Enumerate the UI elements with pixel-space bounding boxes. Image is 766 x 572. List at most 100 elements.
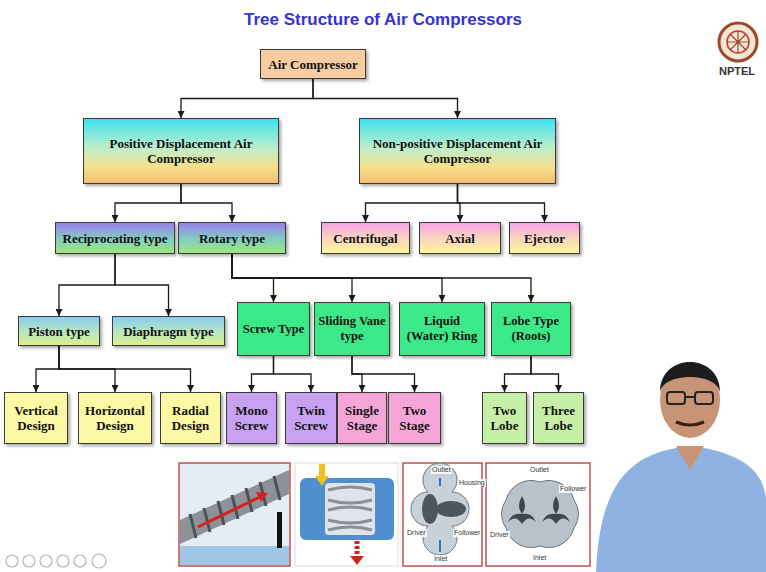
category-box: Liquid (Water) Ring (399, 302, 485, 356)
category-box: Air Compressor (260, 49, 366, 79)
control-icon (23, 555, 35, 567)
picture-label: Outlet (529, 466, 550, 474)
category-box: Piston type (18, 316, 100, 346)
picture-label: Inlet (433, 555, 448, 563)
box-label: Radial Design (164, 403, 217, 433)
box-label: Centrifugal (333, 231, 397, 246)
control-icon (40, 555, 52, 567)
slide-title: Tree Structure of Air Compressors (0, 10, 766, 30)
picture-label: Driver (406, 529, 427, 537)
picture-label: Housing (458, 479, 486, 487)
box-label: Axial (445, 231, 475, 246)
category-box: Positive Displacement Air Compressor (83, 118, 279, 184)
category-box: Three Lobe (533, 392, 584, 444)
inlet-arrow (319, 464, 325, 478)
category-box: Rotary type (178, 222, 286, 254)
glasses-bridge (685, 396, 695, 398)
box-label: Twin Screw (289, 403, 333, 433)
box-label: Piston type (28, 324, 90, 339)
box-label: Rotary type (199, 231, 265, 246)
mono-screw-picture (179, 463, 290, 566)
category-box: Centrifugal (321, 222, 410, 254)
box-label: Ejector (524, 231, 565, 246)
box-label: Air Compressor (268, 57, 357, 72)
category-box: Screw Type (237, 302, 310, 356)
shirt (596, 446, 766, 572)
inlet-arrowhead (315, 476, 329, 486)
housing (411, 463, 469, 555)
control-icon (6, 555, 18, 567)
category-box: Mono Screw (226, 392, 277, 444)
category-box: Lobe Type (Roots) (491, 302, 571, 356)
box-label: Non-positive Displacement Air Compressor (370, 136, 545, 166)
tree-connector (531, 356, 559, 392)
category-box: Twin Screw (285, 392, 337, 444)
driver-lobe (422, 494, 438, 524)
box-label: Single Stage (341, 403, 383, 433)
category-box: Single Stage (337, 392, 387, 444)
casing (300, 478, 394, 540)
box-label: Mono Screw (230, 403, 273, 433)
tree-connector (36, 346, 59, 392)
category-box: Two Stage (388, 392, 441, 444)
box-label: Vertical Design (8, 403, 64, 433)
twin-screw-picture (295, 463, 398, 566)
control-icon (74, 555, 86, 567)
category-box: Horizontal Design (78, 392, 152, 444)
logo-text: NPTEL (719, 65, 755, 77)
flow-arrow (198, 496, 262, 527)
category-box: Reciprocating type (55, 222, 175, 254)
category-box: Radial Design (160, 392, 221, 444)
picture-frame (179, 463, 290, 566)
category-box: Axial (419, 222, 501, 254)
outlet-arrow (439, 478, 441, 486)
box-label: Positive Displacement Air Compressor (106, 136, 256, 166)
outlet-arrowhead (350, 556, 364, 565)
tree-connector (366, 184, 458, 222)
screw-rotors (328, 487, 372, 530)
glasses-left (667, 392, 685, 404)
tree-connector (252, 356, 274, 392)
screw-tube (180, 470, 289, 544)
nptel-logo (719, 23, 757, 61)
flow-arrowhead (256, 492, 268, 502)
glasses-right (695, 392, 713, 404)
box-label: Sliding Vane type (318, 314, 386, 344)
box-label: Lobe Type (Roots) (495, 314, 567, 344)
rotor-chamber (325, 483, 375, 535)
driver-rotor (508, 496, 536, 524)
box-label: Three Lobe (537, 403, 580, 433)
box-label: Two Lobe (486, 403, 523, 433)
tree-connector (232, 254, 531, 302)
water (180, 546, 289, 565)
control-icon (57, 555, 69, 567)
picture-frame (295, 463, 398, 566)
box-label: Reciprocating type (63, 231, 168, 246)
picture-label: Follower (559, 485, 587, 493)
category-box: Non-positive Displacement Air Compressor (359, 118, 556, 184)
tree-connector (59, 346, 191, 392)
inlet-arrow (439, 540, 441, 552)
support-post (277, 512, 282, 548)
picture-label: Driver (489, 531, 510, 539)
box-label: Two Stage (392, 403, 437, 433)
control-icon (92, 554, 106, 568)
screw-flights (190, 476, 280, 538)
neck (676, 446, 704, 470)
tree-connector (313, 79, 458, 118)
picture-label: Inlet (532, 554, 547, 562)
logo-ring (719, 23, 757, 61)
hair (660, 362, 720, 392)
category-box: Vertical Design (4, 392, 68, 444)
three-lobe-picture (486, 463, 590, 566)
logo-spokes (727, 31, 749, 53)
tree-connector (458, 184, 545, 222)
box-label: Diaphragm type (123, 324, 214, 339)
picture-label: Outlet (431, 466, 452, 474)
picture-label: Follower (453, 529, 481, 537)
face (660, 362, 720, 438)
tree-connector (181, 79, 313, 118)
